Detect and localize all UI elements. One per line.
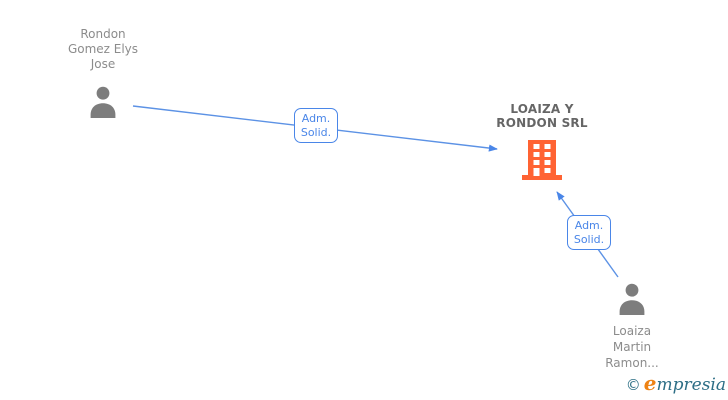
empresia-logo: ©empresia (626, 371, 726, 395)
company-name-line: LOAIZA Y (510, 102, 574, 116)
building-icon (522, 140, 562, 180)
edge-label-line: Adm. (574, 219, 604, 232)
logo-brand-initial: e (643, 371, 657, 395)
edge-label-line: Solid. (300, 126, 332, 139)
node-person-rondon-gomez-elys-jose[interactable]: Rondon Gomez Elys Jose (37, 27, 169, 118)
edge-label-adm-solid-2[interactable]: Adm. Solid. (567, 215, 611, 250)
person-name-line: Loaiza (612, 324, 652, 338)
person-name-line: Jose (90, 57, 116, 71)
person-name-line: Ramon... (605, 356, 659, 370)
person-name-line: Gomez Elys (67, 42, 139, 56)
node-company-loaiza-y-rondon-srl[interactable]: LOAIZA Y RONDON SRL (472, 102, 612, 180)
edge-label-line: Adm. (301, 112, 331, 125)
person-name-line: Rondon (80, 27, 126, 41)
person-name-line: Martin (612, 340, 652, 354)
person-icon (619, 283, 645, 315)
edge-label-line: Solid. (573, 233, 605, 246)
company-name-line: RONDON SRL (496, 116, 588, 130)
node-person-loaiza-martin-ramon[interactable]: Loaiza Martin Ramon... (566, 283, 698, 371)
edge-label-adm-solid-1[interactable]: Adm. Solid. (294, 108, 338, 143)
logo-brand-text: mpresia (656, 375, 727, 395)
copyright-icon: © (625, 376, 641, 394)
person-icon (90, 86, 116, 118)
